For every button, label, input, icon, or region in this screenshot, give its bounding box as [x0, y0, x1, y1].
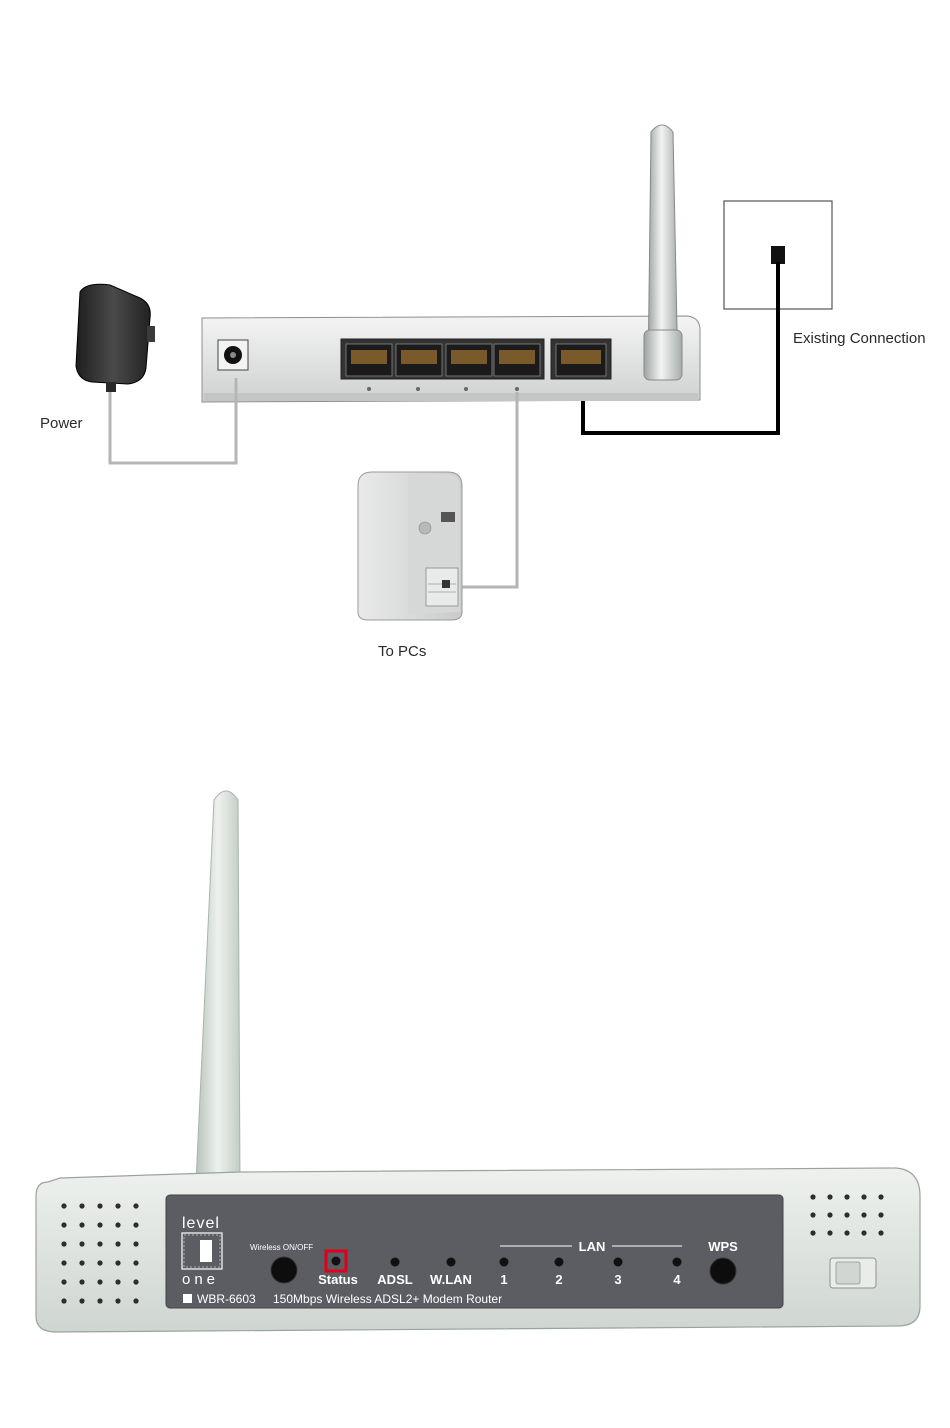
vent-hole — [97, 1222, 102, 1227]
vent-hole — [97, 1203, 102, 1208]
vent-hole — [844, 1194, 849, 1199]
lan3-led — [614, 1258, 623, 1267]
lan2-led-label: 2 — [555, 1272, 562, 1287]
vent-hole — [115, 1279, 120, 1284]
vent-hole — [133, 1279, 138, 1284]
pc-tower-icon — [358, 472, 462, 620]
antenna-front — [196, 791, 240, 1182]
front-panel-view: level one Wireless ON/OFF Status ADSL W.… — [36, 791, 920, 1332]
lan2-led — [555, 1258, 564, 1267]
vent-hole — [133, 1298, 138, 1303]
model-number: WBR-6603 — [197, 1292, 256, 1306]
connection-diagram: Power Existing Connection To PCs — [40, 125, 926, 660]
vent-hole — [115, 1241, 120, 1246]
wps-label: WPS — [708, 1239, 738, 1254]
lan1-led-label: 1 — [500, 1272, 507, 1287]
vent-hole — [861, 1212, 866, 1217]
wlan-led — [447, 1258, 456, 1267]
vent-hole — [878, 1194, 883, 1199]
vent-hole — [79, 1203, 84, 1208]
vent-hole — [61, 1222, 66, 1227]
to-pcs-label: To PCs — [378, 643, 426, 660]
lan-group-label: LAN — [579, 1239, 606, 1254]
status-led — [332, 1257, 341, 1266]
power-label: Power — [40, 415, 83, 432]
vent-hole — [97, 1241, 102, 1246]
vent-hole — [115, 1298, 120, 1303]
wireless-onoff-button[interactable] — [271, 1257, 297, 1283]
vent-hole — [133, 1203, 138, 1208]
vent-hole — [810, 1194, 815, 1199]
vent-hole — [810, 1230, 815, 1235]
lan3-led-label: 3 — [614, 1272, 621, 1287]
adsl-led-label: ADSL — [377, 1272, 412, 1287]
vent-hole — [61, 1298, 66, 1303]
vent-hole — [79, 1260, 84, 1265]
vent-hole — [878, 1230, 883, 1235]
vent-hole — [827, 1212, 832, 1217]
vent-hole — [61, 1241, 66, 1246]
vent-hole — [115, 1222, 120, 1227]
router-back — [202, 316, 700, 402]
vent-hole — [827, 1194, 832, 1199]
vent-hole — [133, 1241, 138, 1246]
model-square-icon — [183, 1294, 192, 1303]
adsl-led — [391, 1258, 400, 1267]
vent-hole — [878, 1212, 883, 1217]
vent-hole — [115, 1203, 120, 1208]
vent-hole — [810, 1212, 815, 1217]
vent-hole — [861, 1230, 866, 1235]
vent-hole — [61, 1279, 66, 1284]
vent-hole — [97, 1260, 102, 1265]
side-switch — [830, 1258, 876, 1288]
vent-hole — [79, 1279, 84, 1284]
power-adapter-icon — [76, 284, 155, 392]
antenna-back — [644, 125, 682, 380]
model-description: 150Mbps Wireless ADSL2+ Modem Router — [273, 1292, 502, 1306]
brand-bottom-text: one — [182, 1271, 219, 1288]
vent-hole — [844, 1230, 849, 1235]
wireless-switch-label: Wireless ON/OFF — [250, 1243, 313, 1252]
vent-hole — [79, 1298, 84, 1303]
brand-top-text: level — [182, 1215, 220, 1232]
lan4-led — [673, 1258, 682, 1267]
wps-button[interactable] — [710, 1258, 736, 1284]
vent-hole — [79, 1241, 84, 1246]
vent-hole — [115, 1260, 120, 1265]
vent-hole — [133, 1222, 138, 1227]
existing-connection-label: Existing Connection — [793, 330, 926, 347]
vent-hole — [133, 1260, 138, 1265]
vent-hole — [844, 1212, 849, 1217]
status-led-label: Status — [318, 1272, 358, 1287]
wlan-led-label: W.LAN — [430, 1272, 472, 1287]
vent-hole — [97, 1279, 102, 1284]
vent-hole — [861, 1194, 866, 1199]
vent-hole — [827, 1230, 832, 1235]
vent-hole — [79, 1222, 84, 1227]
lan1-led — [500, 1258, 509, 1267]
vent-hole — [61, 1260, 66, 1265]
vent-hole — [61, 1203, 66, 1208]
lan4-led-label: 4 — [673, 1272, 681, 1287]
vent-hole — [97, 1298, 102, 1303]
